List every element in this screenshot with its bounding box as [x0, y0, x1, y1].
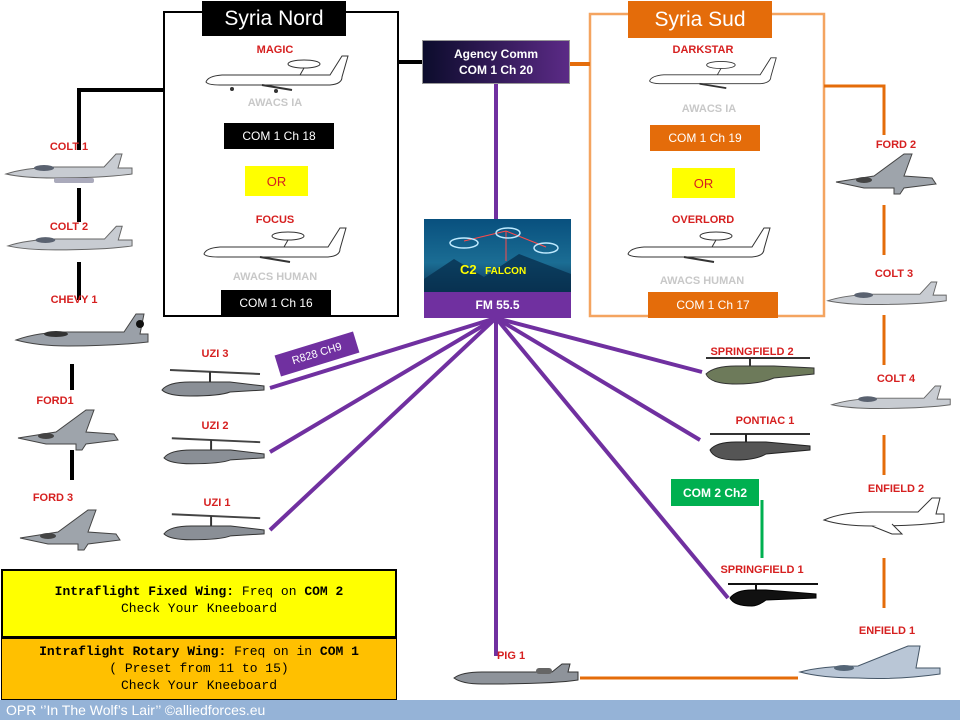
awacs-callsign-magic: MAGIC [256, 44, 294, 56]
awacs-role-label: AWACS IA [247, 97, 303, 109]
harrier-jet-icon [822, 497, 945, 535]
helicopter-icon [163, 437, 265, 465]
rotary-note-com: COM 1 [319, 644, 359, 659]
awacs-plane-icon [205, 55, 349, 93]
rotary-label-springfield2: SPRINGFIELD 2 [710, 346, 794, 358]
footer-text: OPR ‘’In The Wolf’s Lair’’ ©alliedforces… [6, 702, 266, 718]
helicopter-icon [705, 357, 815, 385]
helicopter-icon [163, 513, 265, 541]
warthog-jet-icon [453, 663, 579, 685]
agency-comm-box: Agency Comm COM 1 Ch 20 [422, 40, 570, 84]
flight-label-colt2: COLT 2 [49, 221, 89, 233]
c2-network-graphic [424, 227, 571, 292]
awacs-role-label: AWACS IA [681, 103, 737, 115]
footer-bar: OPR ‘’In The Wolf’s Lair’’ ©alliedforces… [0, 700, 960, 720]
agency-comm-channel: COM 1 Ch 20 [458, 63, 533, 77]
fighter-jet-icon [6, 225, 133, 251]
fighter-jet-icon [826, 281, 947, 305]
flight-label-colt3: COLT 3 [874, 268, 914, 280]
flight-label-colt4: COLT 4 [876, 373, 916, 385]
rotary-note-line3: Check Your Kneeboard [120, 678, 278, 693]
flight-label-enfield1: ENFIELD 1 [858, 625, 916, 637]
com-channel-label: COM 1 Ch 17 [648, 292, 778, 318]
c2-freq-label: FM 55.5 [424, 292, 571, 318]
awacs-callsign-focus: FOCUS [255, 214, 295, 226]
fixed-note-line2: Check Your Kneeboard [120, 601, 278, 616]
rotary-label-springfield1: SPRINGFIELD 1 [720, 564, 804, 576]
rotary-note-title: Intraflight Rotary Wing: [39, 644, 227, 659]
agency-comm-title: Agency Comm [453, 47, 539, 61]
awacs-plane-icon [627, 227, 771, 263]
flight-label-ford1: FORD1 [36, 395, 74, 407]
fixed-note-com: COM 2 [304, 584, 344, 599]
com-channel-label: COM 1 Ch 16 [221, 290, 331, 316]
rotary-note-text: Freq on in [226, 644, 320, 659]
rotary-label-uzi3: UZI 3 [201, 348, 229, 360]
falcon-jet-icon [835, 153, 937, 195]
mirage-jet-icon [798, 645, 941, 679]
syria-nord-title: Syria Nord [202, 1, 346, 36]
rotary-label-uzi1: UZI 1 [203, 497, 231, 509]
helicopter-icon [161, 369, 265, 397]
flight-label-ford3: FORD 3 [32, 492, 74, 504]
com2-tag: COM 2 Ch2 [671, 479, 759, 506]
syria-sud-title: Syria Sud [628, 1, 772, 38]
fighter-jet-icon [4, 153, 133, 183]
com-channel-label: COM 1 Ch 18 [224, 123, 334, 149]
com-channel-label: COM 1 Ch 19 [650, 125, 760, 151]
helicopter-icon [709, 433, 811, 461]
flight-label-colt1: COLT 1 [49, 141, 89, 153]
awacs-plane-icon [203, 227, 347, 263]
flight-label-chevy1: CHEVY 1 [50, 294, 98, 306]
or-label: OR [245, 166, 308, 196]
falcon-jet-icon [19, 509, 121, 551]
awacs-callsign-overlord: OVERLORD [671, 214, 735, 226]
flight-label-enfield2: ENFIELD 2 [867, 483, 925, 495]
c2-falcon-name: FALCON [485, 266, 527, 277]
rotary-note-line2: ( Preset from 11 to 15) [109, 661, 289, 676]
awacs-callsign-darkstar: DARKSTAR [672, 44, 734, 56]
rotary-label-uzi2: UZI 2 [201, 420, 229, 432]
rotary-label-pontiac1: PONTIAC 1 [735, 415, 795, 427]
awacs-role-label: AWACS HUMAN [659, 275, 745, 287]
c2-label: C2 [460, 262, 477, 277]
c2-falcon-panel: C2 FALCON [424, 219, 571, 292]
awacs-plane-icon [649, 57, 777, 90]
flight-label-pig1: PIG 1 [496, 650, 526, 662]
helicopter-icon [728, 583, 818, 607]
or-label: OR [672, 168, 735, 198]
fixed-note-text: Freq on [234, 584, 305, 599]
falcon-jet-icon [17, 409, 119, 451]
intraflight-rotary-note: Intraflight Rotary Wing: Freq on in COM … [1, 638, 397, 700]
tomcat-jet-icon [14, 313, 149, 347]
flight-label-ford2: FORD 2 [875, 139, 917, 151]
awacs-role-label: AWACS HUMAN [232, 271, 318, 283]
intraflight-fixed-note: Intraflight Fixed Wing: Freq on COM 2 Ch… [1, 569, 397, 638]
fighter-jet-icon [830, 385, 951, 409]
fixed-note-title: Intraflight Fixed Wing: [54, 584, 235, 599]
